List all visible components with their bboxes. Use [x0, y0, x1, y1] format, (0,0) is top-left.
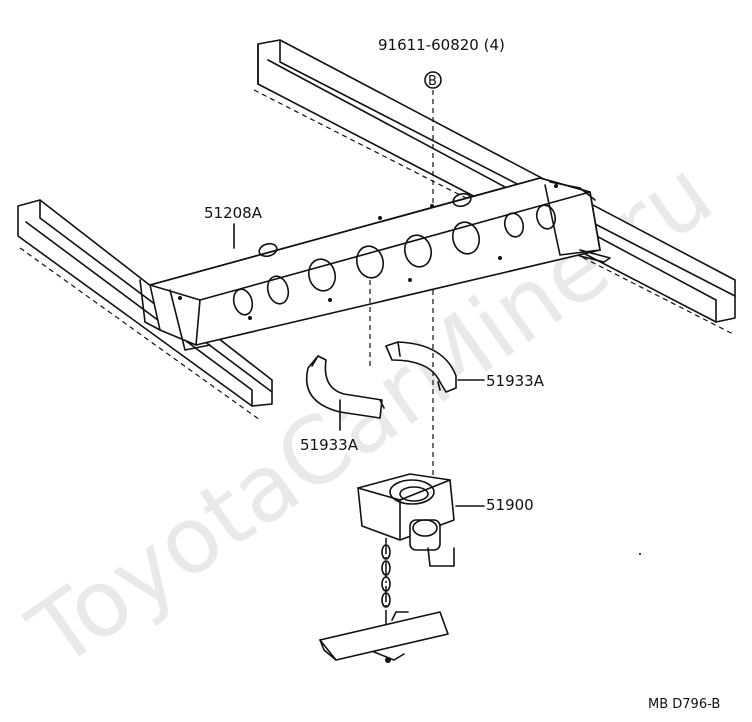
bolt-ref-letter: B — [428, 74, 437, 89]
carrier-part-number: 51900 — [486, 496, 534, 514]
bracket-right-part-number: 51933A — [486, 372, 545, 390]
left-frame-rail — [17, 199, 273, 421]
crossmember-holes — [178, 184, 558, 320]
spare-tire-carrier: 51900 — [319, 473, 534, 663]
right-frame-rail — [253, 39, 736, 336]
crossmember — [139, 177, 611, 351]
bolt-part-number: 91611-60820 (4) — [378, 36, 505, 54]
crossmember-part-number: 51208A — [204, 204, 263, 222]
bracket-left-part-number: 51933A — [300, 436, 359, 454]
bolt-callout: 91611-60820 (4) B — [378, 36, 505, 205]
bracket-right: 51933A — [385, 341, 545, 393]
bracket-left: 51933A — [300, 355, 385, 454]
crossmember-callout: 51208A — [204, 204, 263, 249]
bolt-ref-circle — [424, 71, 442, 89]
diagram-code: MB D796-B — [648, 697, 720, 712]
